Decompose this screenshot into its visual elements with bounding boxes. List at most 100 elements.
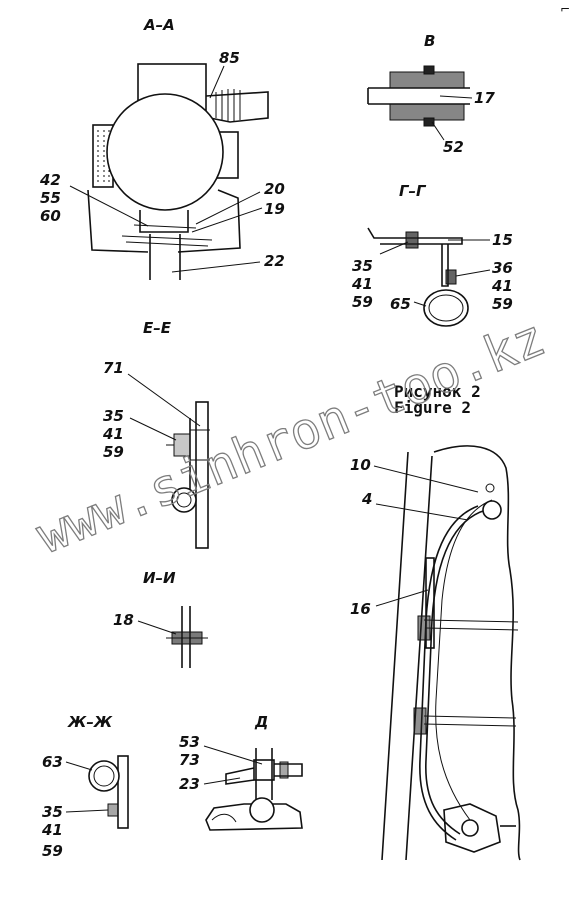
label-85: 85 [219, 49, 240, 67]
label-19: 19 [264, 200, 285, 218]
gg-pipe-65-inner [428, 294, 464, 322]
gg-hanger [441, 244, 449, 287]
label-63: 63 [42, 753, 63, 771]
aa-hose-coils [215, 89, 241, 121]
v-pipe [367, 87, 470, 105]
label-4: 4 [361, 490, 372, 508]
label-41-zhzh: 41 [41, 821, 63, 839]
d-fitting-left [225, 767, 255, 785]
label-16: 16 [350, 600, 371, 618]
ee-bolt-lines [166, 429, 210, 461]
ee-leaders [127, 373, 201, 441]
fig2-crossbars [423, 619, 519, 727]
label-60: 60 [40, 207, 61, 225]
aa-tank-circle [106, 93, 224, 211]
aa-pipe-22 [149, 234, 181, 280]
gg-leaders [379, 239, 491, 307]
d-vertical-stem [255, 748, 273, 800]
ee-frame-plate [195, 401, 209, 549]
section-gg: Г–Г 15 35 41 59 36 41 59 65 [351, 182, 513, 327]
aa-hose [205, 91, 269, 123]
fig2-clamp-2 [413, 707, 427, 735]
label-71: 71 [103, 359, 124, 377]
gg-bracket [367, 227, 463, 245]
ee-pipe [171, 487, 197, 513]
label-55: 55 [40, 189, 61, 207]
aa-lower-frame [87, 189, 241, 253]
fig2-clamp-1 [417, 615, 431, 641]
gg-pipe-65 [423, 289, 469, 327]
section-aa-title: А–А [143, 16, 175, 34]
fig2-top-fitting [482, 500, 502, 520]
d-base [205, 803, 303, 831]
section-ee: Е–Е 71 35 41 59 [102, 319, 210, 549]
section-zhzh-title: Ж–Ж [67, 713, 113, 731]
fig2-frame-rail [381, 451, 433, 861]
label-65-gg: 65 [390, 295, 411, 313]
section-v-title: В [424, 32, 435, 50]
section-d: Д 53 73 23 [179, 713, 303, 831]
corner-mark: ⌐ [560, 2, 570, 16]
label-73: 73 [179, 751, 200, 769]
fig2-valve [443, 803, 501, 853]
v-nut-top [423, 65, 435, 75]
zhzh-plate [117, 755, 129, 829]
label-35-zhzh: 35 [42, 803, 63, 821]
label-41-ee: 41 [102, 425, 124, 443]
section-aa: А–А 85 42 55 60 20 19 22 [39, 16, 285, 280]
d-base-knob [249, 797, 275, 823]
label-41-gg: 41 [351, 275, 373, 293]
d-base-cap [211, 813, 237, 823]
section-ee-title: Е–Е [143, 319, 172, 337]
section-d-title: Д [254, 713, 268, 731]
label-20: 20 [264, 180, 285, 198]
label-59-zhzh: 59 [42, 842, 63, 860]
aa-clamp-bolts [121, 224, 213, 247]
fig2-tube-c [435, 499, 493, 821]
section-zhzh: Ж–Ж 63 35 41 59 [41, 713, 129, 860]
section-gg-title: Г–Г [399, 182, 427, 200]
ii-leader [137, 620, 177, 635]
figure-caption-en: Figure 2 [394, 398, 471, 417]
figure-2: Рисунок 2 Figure 2 10 4 16 [350, 382, 521, 861]
gg-bolt-right [445, 269, 457, 285]
label-35-ee: 35 [103, 407, 124, 425]
zhzh-bolt [107, 803, 119, 817]
label-15: 15 [492, 231, 513, 249]
figure-caption-ru: Рисунок 2 [394, 382, 481, 401]
label-53: 53 [179, 733, 200, 751]
label-22: 22 [264, 252, 285, 270]
label-17: 17 [474, 89, 495, 107]
fig2-tube-a [425, 509, 487, 835]
label-59b-gg: 59 [492, 295, 513, 313]
d-leaders [203, 745, 263, 785]
fig2-sleeve-16 [425, 557, 435, 649]
fig2-valve-port [461, 819, 479, 837]
section-ii: И–И 18 [113, 569, 208, 668]
label-36-gg: 36 [492, 259, 513, 277]
aa-leader-lines [69, 65, 263, 273]
v-leaders [431, 95, 473, 141]
label-41b-gg: 41 [491, 277, 513, 295]
d-nut-right [279, 761, 289, 779]
label-18: 18 [113, 611, 134, 629]
zhzh-pipe-63 [88, 760, 120, 792]
zhzh-pipe-inner [93, 765, 115, 787]
section-v: В 17 52 [367, 32, 495, 156]
fig2-top-fitting-hole [485, 483, 495, 493]
d-fitting-body [253, 759, 275, 781]
label-52: 52 [443, 138, 464, 156]
label-35-gg: 35 [352, 257, 373, 275]
fig2-body-outline [433, 445, 521, 861]
fig2-leaders [373, 465, 479, 607]
zhzh-leaders [65, 761, 109, 813]
label-59-gg: 59 [352, 293, 373, 311]
label-10: 10 [350, 456, 371, 474]
label-23: 23 [179, 775, 200, 793]
v-nut-bottom [423, 117, 435, 127]
section-ii-title: И–И [143, 569, 176, 587]
ee-pipe-inner [176, 492, 192, 508]
gg-bolt-left [405, 231, 419, 249]
aa-clamp [139, 210, 189, 233]
